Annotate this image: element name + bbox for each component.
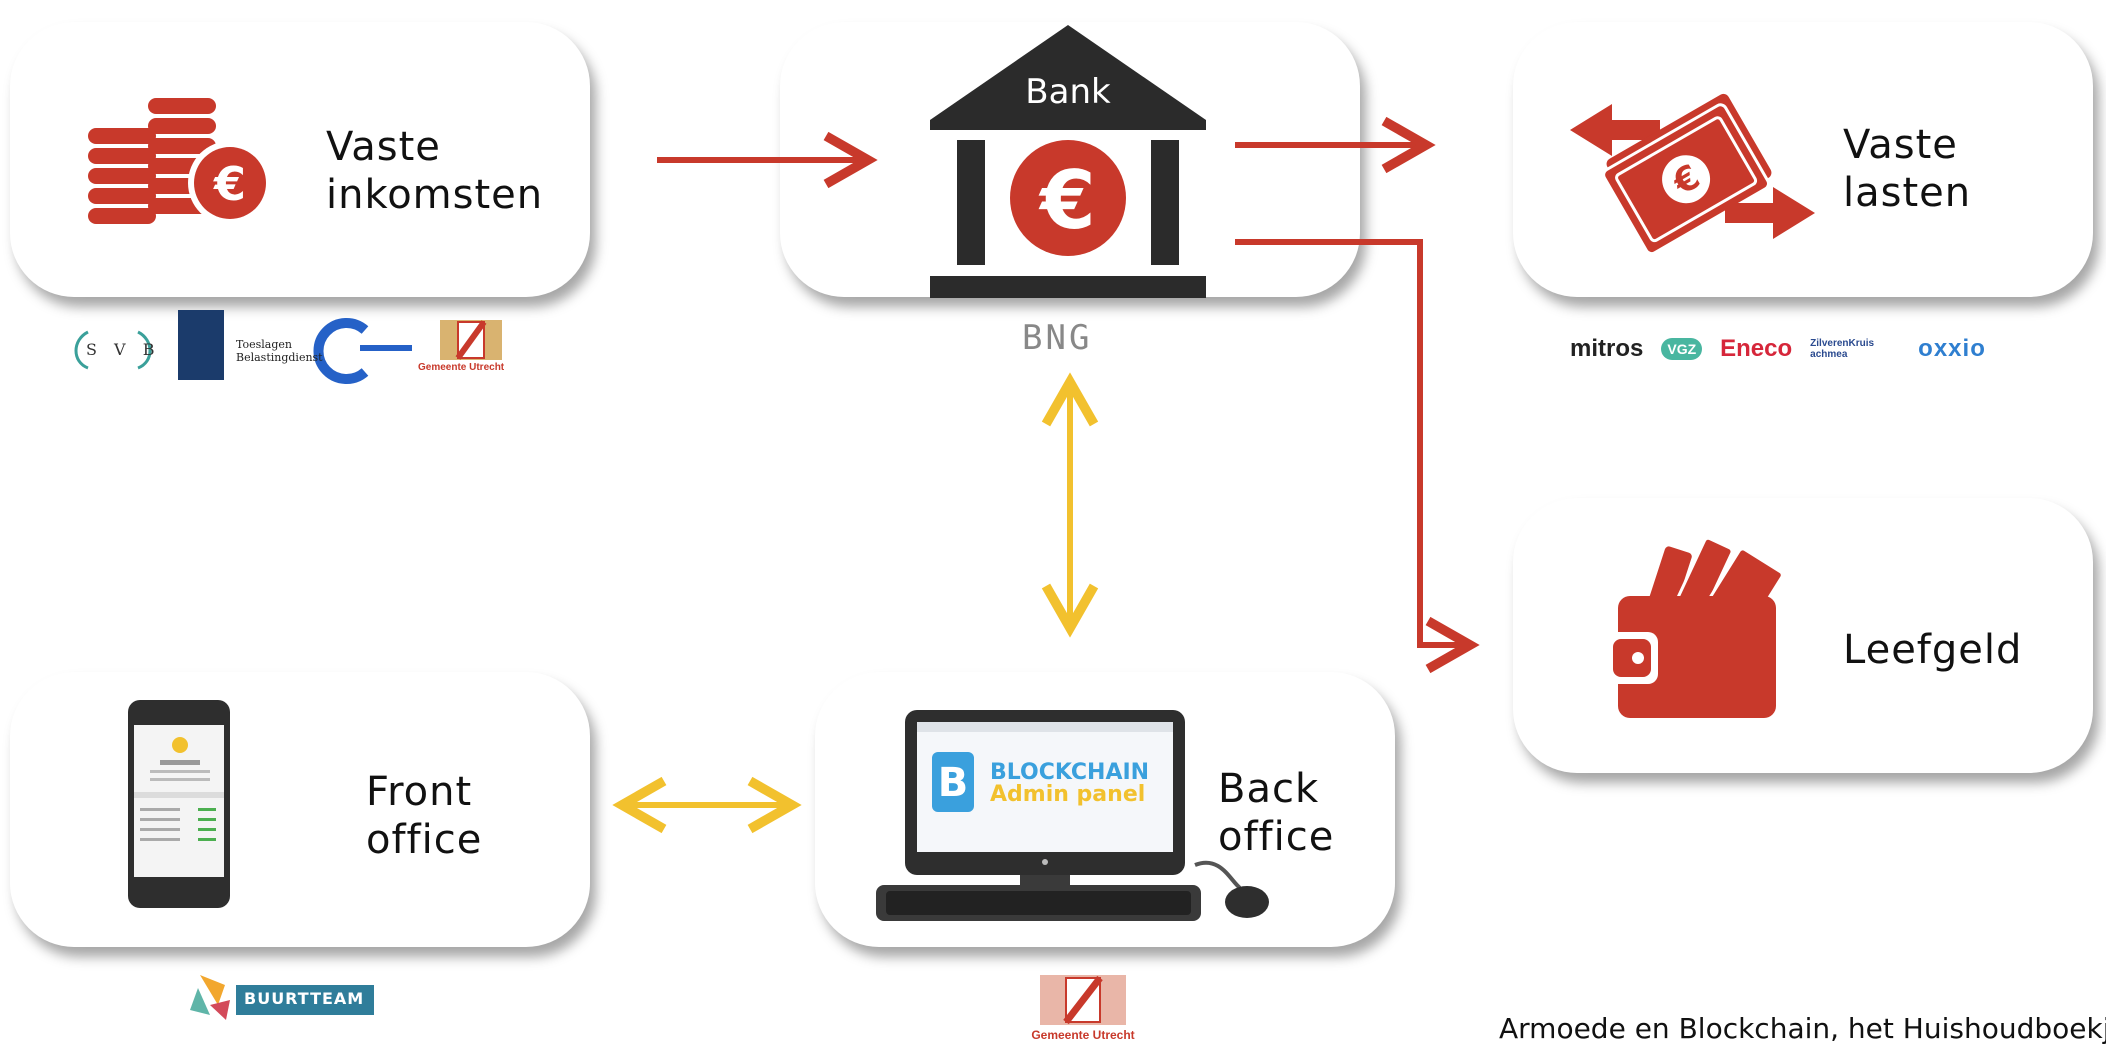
uwv-logo-icon: [313, 318, 412, 384]
back-office-line2: office: [1218, 814, 1335, 860]
phone-icon: [128, 700, 230, 908]
front-office-box: [10, 672, 590, 947]
back-office-line1: Back: [1218, 766, 1320, 812]
svg-text:B: B: [938, 760, 969, 806]
leefgeld-label: Leefgeld: [1843, 627, 2023, 673]
back-office-label: Back office: [1218, 765, 1334, 861]
vaste-inkomsten-line1: Vaste: [326, 124, 441, 170]
mitros-logo: mitros: [1570, 335, 1644, 362]
coins-euro-icon: €: [88, 98, 272, 225]
blockchain-title-line1: BLOCKCHAIN: [990, 760, 1150, 785]
vaste-inkomsten-line2: inkomsten: [326, 172, 544, 218]
rijksoverheid-logo-icon: [178, 310, 224, 380]
money-exchange-icon: €: [1570, 93, 1815, 256]
vgz-logo: VGZ: [1661, 338, 1703, 360]
bank-icon: €: [930, 25, 1206, 298]
vaste-inkomsten-label: Vaste inkomsten: [326, 123, 543, 219]
buurtteam-logo-icon: [190, 975, 374, 1020]
gemeente-utrecht-small-logo: Gemeente Utrecht: [418, 362, 505, 373]
computer-icon: B: [876, 710, 1269, 921]
bank-roof-label: Bank: [1025, 72, 1111, 112]
svb-logo: S V B: [86, 340, 161, 359]
cost-logos: mitros VGZ Eneco ZilverenKruis achmea ox…: [1570, 335, 1986, 363]
gemeente-utrecht-crest-icon: [1040, 975, 1126, 1025]
gemeente-utrecht-logo-icon: [440, 320, 502, 360]
arrow-bank-to-leefgeld: [1235, 239, 1480, 674]
gemeente-utrecht-logo: Gemeente Utrecht: [1031, 1028, 1135, 1042]
toeslagen-logo: Toeslagen Belastingdienst: [236, 338, 323, 364]
wallet-icon: [1606, 536, 1784, 718]
blockchain-title-line2: Admin panel: [990, 782, 1146, 807]
front-office-line2: office: [366, 817, 483, 863]
footer-caption: Armoede en Blockchain, het Huishoudboekj: [1499, 1012, 2106, 1045]
vaste-lasten-line1: Vaste: [1843, 122, 1958, 168]
vaste-lasten-label: Vaste lasten: [1843, 121, 1971, 217]
blockchain-screen-title: BLOCKCHAIN Admin panel: [990, 762, 1149, 806]
zilverenkruis-logo: ZilverenKruis achmea: [1810, 338, 1875, 360]
front-office-line1: Front: [366, 769, 473, 815]
eneco-logo: Eneco: [1720, 335, 1793, 362]
svb-logo-icon: [74, 330, 152, 370]
buurtteam-logo: BUURTTEAM: [244, 989, 365, 1008]
bng-logo: BNG: [1022, 318, 1093, 358]
svg-text:€: €: [1038, 154, 1096, 247]
front-office-label: Front office: [366, 768, 482, 864]
oxxio-logo: oxxio: [1918, 335, 1986, 362]
vaste-lasten-line2: lasten: [1843, 170, 1972, 216]
blockchain-logo-icon: B: [932, 752, 974, 812]
svg-text:€: €: [213, 157, 246, 211]
